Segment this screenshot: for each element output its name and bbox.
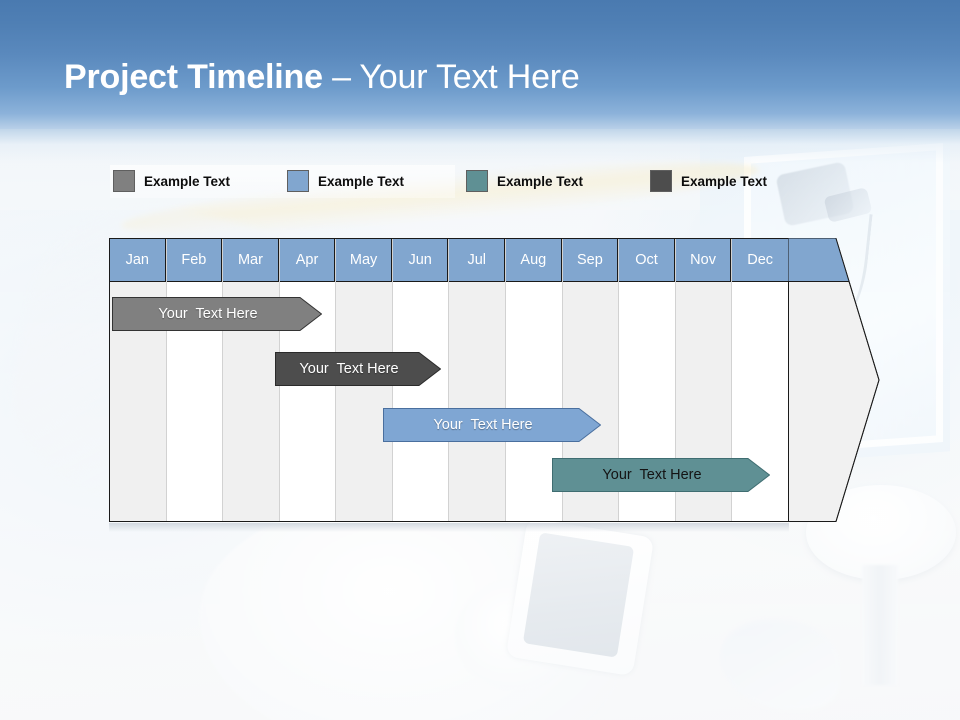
legend-panel-background [110, 165, 455, 198]
month-column-feb: Feb [166, 239, 224, 521]
month-header-may[interactable]: May [336, 239, 392, 282]
month-header-jan[interactable]: Jan [110, 239, 166, 282]
timeline-bar-2[interactable]: Your Text Here [275, 352, 441, 386]
month-column-dec: Dec [732, 239, 788, 521]
page-title-bold: Project Timeline [64, 58, 323, 96]
month-header-nov[interactable]: Nov [675, 239, 732, 282]
timeline-bar-label: Your Text Here [433, 417, 533, 433]
legend-item-label: Example Text [318, 173, 405, 189]
month-column-jun: Jun [392, 239, 450, 521]
timeline-bar-4[interactable]: Your Text Here [552, 458, 770, 492]
timeline-bar-shape [383, 408, 601, 442]
month-header-apr[interactable]: Apr [279, 239, 336, 282]
legend-item-3[interactable]: Example Text [466, 170, 583, 192]
month-column-oct: Oct [619, 239, 676, 521]
header-banner [0, 0, 960, 129]
month-header-sep[interactable]: Sep [562, 239, 619, 282]
timeline-arrow-head [788, 238, 880, 522]
legend-swatch-icon [466, 170, 488, 192]
legend-item-label: Example Text [497, 173, 584, 189]
page-title: Project Timeline – Your Text Here [64, 58, 580, 97]
legend-swatch-icon [113, 170, 135, 192]
month-header-oct[interactable]: Oct [619, 239, 675, 282]
timeline-bar-label: Your Text Here [602, 467, 702, 483]
month-header-dec[interactable]: Dec [732, 239, 788, 282]
month-header-jul[interactable]: Jul [449, 239, 506, 282]
timeline-bar-shape [275, 352, 441, 386]
month-column-jul: Jul [449, 239, 507, 521]
chart-reflection [109, 523, 789, 532]
month-header-feb[interactable]: Feb [166, 239, 223, 282]
page-title-rest: – Your Text Here [322, 58, 580, 96]
timeline-bar-label: Your Text Here [158, 306, 258, 322]
legend-item-4[interactable]: Example Text [650, 170, 767, 192]
header-fade [0, 129, 960, 163]
month-column-mar: Mar [223, 239, 280, 521]
legend-item-label: Example Text [681, 173, 768, 189]
month-header-aug[interactable]: Aug [506, 239, 562, 282]
month-column-jan: Jan [110, 239, 167, 521]
timeline-bar-shape [552, 458, 770, 492]
month-header-mar[interactable]: Mar [223, 239, 279, 282]
timeline-bar-label: Your Text Here [299, 361, 399, 377]
month-column-aug: Aug [506, 239, 563, 521]
timeline-bar-shape [112, 297, 322, 331]
timeline-bar-3[interactable]: Your Text Here [383, 408, 601, 442]
legend-item-label: Example Text [144, 173, 231, 189]
legend-swatch-icon [287, 170, 309, 192]
month-header-jun[interactable]: Jun [392, 239, 449, 282]
legend-item-1[interactable]: Example Text [113, 170, 230, 192]
legend-item-2[interactable]: Example Text [287, 170, 404, 192]
timeline-bar-1[interactable]: Your Text Here [112, 297, 322, 331]
legend-swatch-icon [650, 170, 672, 192]
